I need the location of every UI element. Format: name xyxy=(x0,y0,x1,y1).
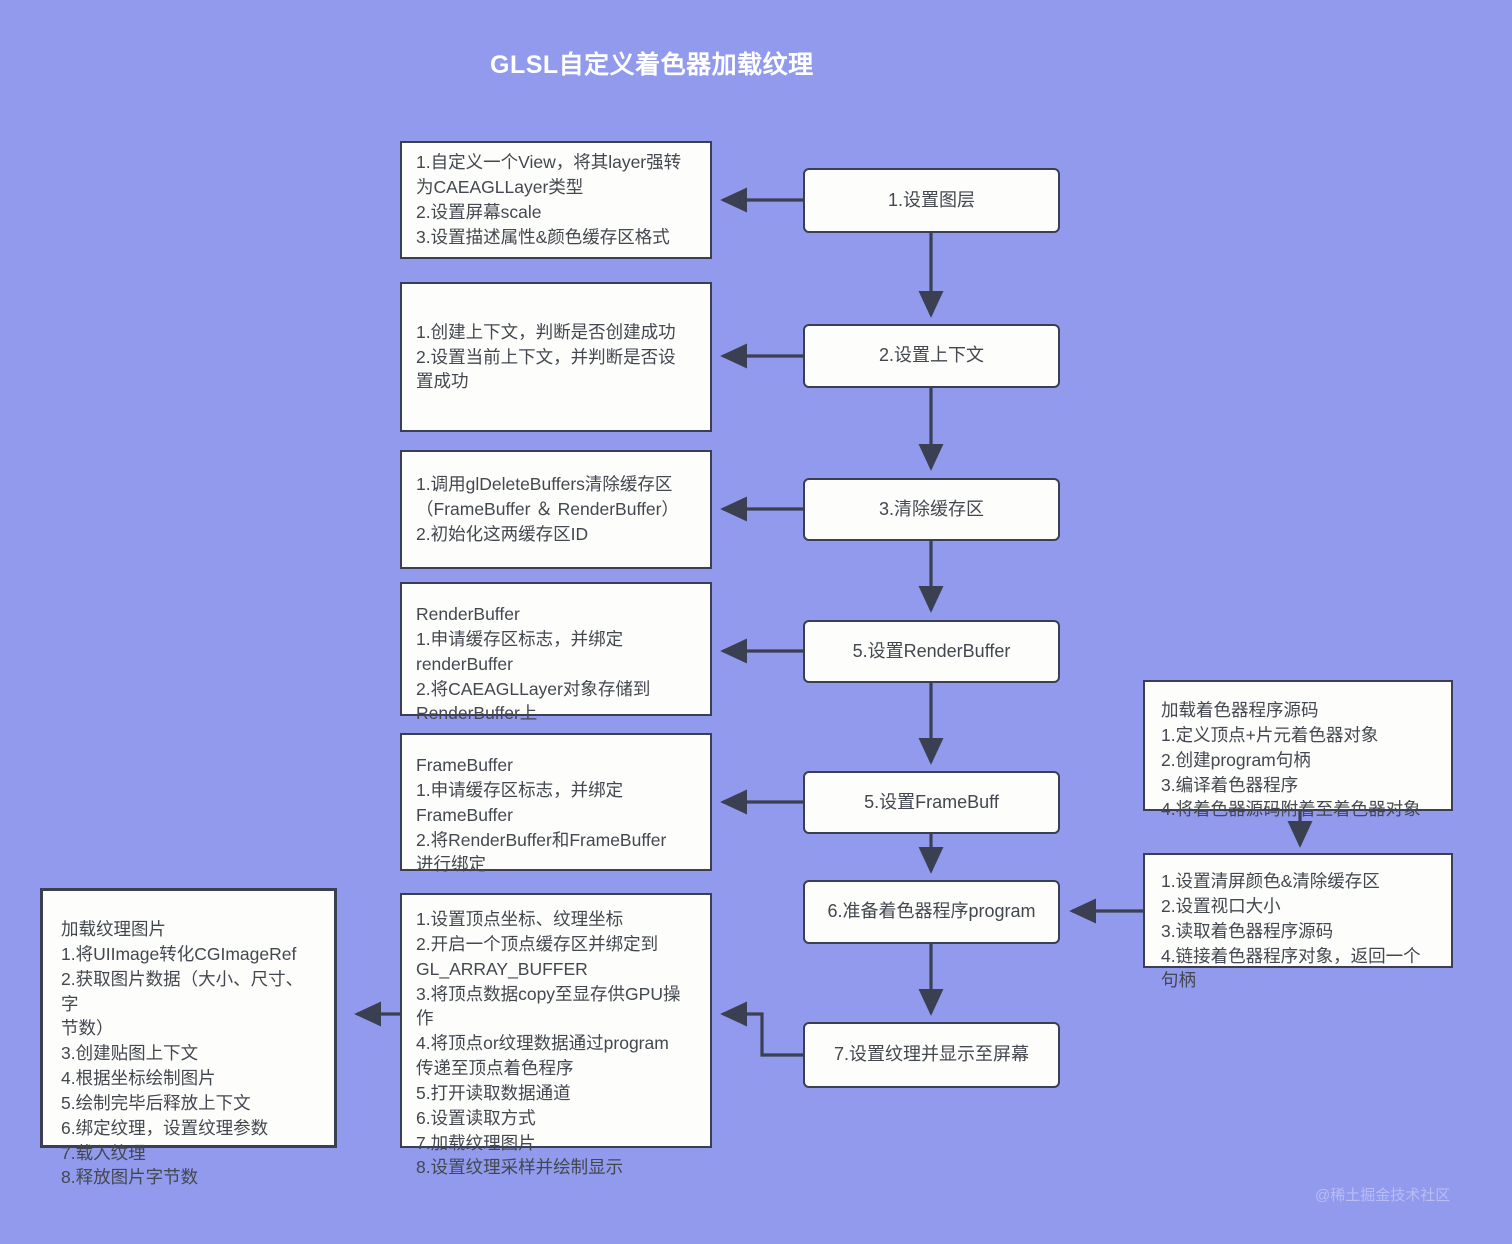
node-detail-shader-program[interactable]: 1.设置清屏颜色&清除缓存区 2.设置视口大小 3.读取着色器程序源码 4.链接… xyxy=(1143,853,1453,990)
node-detail-layer-text: 1.自定义一个View，将其layer强转 为CAEAGLLayer类型 2.设… xyxy=(416,152,682,247)
watermark: @稀土掘金技术社区 xyxy=(1315,1187,1451,1204)
node-detail-shader-source-text: 加载着色器程序源码 1.定义顶点+片元着色器对象 2.创建program句柄 3… xyxy=(1161,700,1421,820)
node-step5-renderbuffer[interactable]: 5.设置RenderBuffer xyxy=(803,620,1060,683)
node-detail-context-text: 1.创建上下文，判断是否创建成功 2.设置当前上下文，并判断是否设 置成功 xyxy=(416,321,676,392)
node-detail-framebuffer-text: FrameBuffer 1.申请缓存区标志，并绑定 FrameBuffer 2.… xyxy=(416,755,667,875)
node-detail-load-texture-image[interactable]: 加载纹理图片 1.将UIImage转化CGImageRef 2.获取图片数据（大… xyxy=(40,888,337,1187)
node-detail-texture-setup-text: 1.设置顶点坐标、纹理坐标 2.开启一个顶点缓存区并绑定到 GL_ARRAY_B… xyxy=(416,909,681,1178)
node-step3-label: 3.清除缓存区 xyxy=(878,498,984,519)
page-title: GLSL自定义着色器加载纹理 xyxy=(490,51,814,79)
node-step1-label: 1.设置图层 xyxy=(887,189,975,210)
node-detail-shader-program-text: 1.设置清屏颜色&清除缓存区 2.设置视口大小 3.读取着色器程序源码 4.链接… xyxy=(1161,871,1421,991)
node-step2-label: 2.设置上下文 xyxy=(878,345,984,366)
node-detail-load-texture-image-text: 加载纹理图片 1.将UIImage转化CGImageRef 2.获取图片数据（大… xyxy=(61,919,304,1188)
node-step1[interactable]: 1.设置图层 xyxy=(803,168,1060,233)
node-step7-texture-display-label: 7.设置纹理并显示至屏幕 xyxy=(833,1044,1029,1065)
node-step2[interactable]: 2.设置上下文 xyxy=(803,324,1060,388)
node-detail-renderbuffer[interactable]: RenderBuffer 1.申请缓存区标志，并绑定 renderBuffer … xyxy=(400,582,712,723)
node-detail-shader-source[interactable]: 加载着色器程序源码 1.定义顶点+片元着色器对象 2.创建program句柄 3… xyxy=(1143,680,1453,819)
node-detail-context[interactable]: 1.创建上下文，判断是否创建成功 2.设置当前上下文，并判断是否设 置成功 xyxy=(400,282,712,432)
node-detail-clearbuffer-text: 1.调用glDeleteBuffers清除缓存区 （FrameBuffer ＆ … xyxy=(416,474,679,544)
node-step5-renderbuffer-label: 5.设置RenderBuffer xyxy=(852,640,1011,661)
node-step5-framebuff[interactable]: 5.设置FrameBuff xyxy=(803,771,1060,834)
node-step5-framebuff-label: 5.设置FrameBuff xyxy=(864,791,999,812)
node-step3[interactable]: 3.清除缓存区 xyxy=(803,478,1060,541)
node-step6-program[interactable]: 6.准备着色器程序program xyxy=(803,880,1060,944)
node-detail-renderbuffer-text: RenderBuffer 1.申请缓存区标志，并绑定 renderBuffer … xyxy=(416,604,651,724)
node-detail-framebuffer[interactable]: FrameBuffer 1.申请缓存区标志，并绑定 FrameBuffer 2.… xyxy=(400,733,712,874)
node-step6-program-label: 6.准备着色器程序program xyxy=(827,901,1036,922)
node-step7-texture-display[interactable]: 7.设置纹理并显示至屏幕 xyxy=(803,1022,1060,1088)
edge-step7-detail7 xyxy=(720,1001,803,1057)
node-detail-layer[interactable]: 1.自定义一个View，将其layer强转 为CAEAGLLayer类型 2.设… xyxy=(400,141,712,259)
node-detail-texture-setup[interactable]: 1.设置顶点坐标、纹理坐标 2.开启一个顶点缓存区并绑定到 GL_ARRAY_B… xyxy=(400,893,712,1177)
node-detail-clearbuffer[interactable]: 1.调用glDeleteBuffers清除缓存区 （FrameBuffer ＆ … xyxy=(400,450,712,569)
